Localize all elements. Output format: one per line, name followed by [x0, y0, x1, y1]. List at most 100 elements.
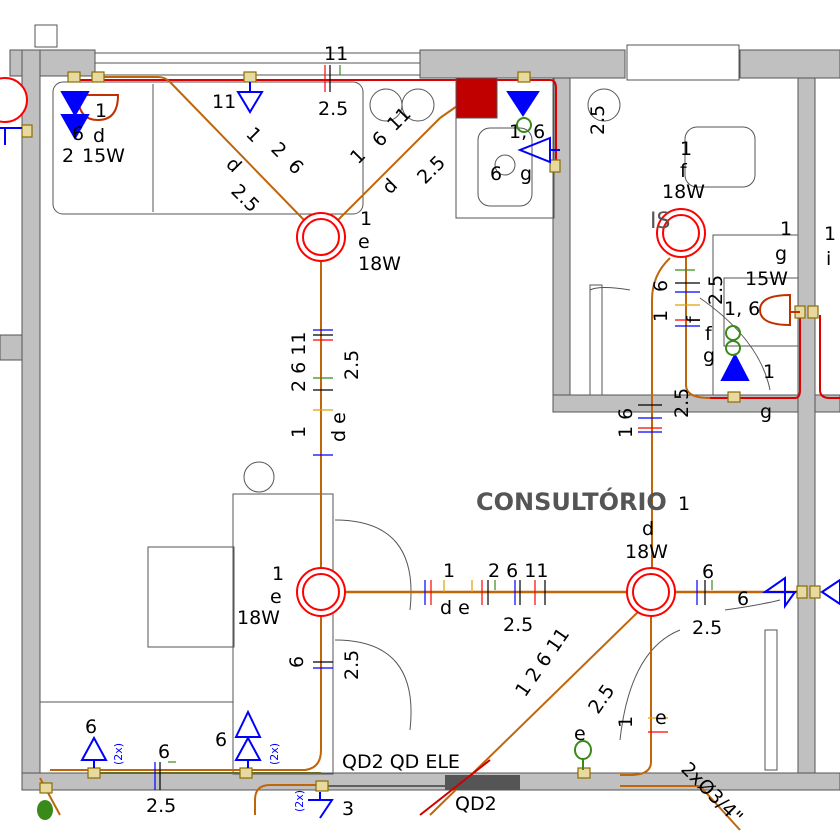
light-circuit: 1	[678, 493, 690, 515]
label: 11	[212, 91, 236, 113]
circuit-labels: 11 2.5 11 1 6 d 2 15W 1 d 2 6 2.5 1 6 11…	[62, 43, 836, 828]
outlet-icon[interactable]	[720, 352, 750, 381]
outlet-icon[interactable]	[308, 792, 334, 819]
label: 6	[85, 716, 97, 738]
switch-icon[interactable]	[516, 117, 532, 133]
label: 6	[702, 561, 714, 583]
chair	[147, 546, 235, 648]
label: 1	[288, 426, 310, 438]
label: 2.5	[413, 152, 450, 189]
label: 6	[650, 280, 672, 292]
outlet-icon[interactable]	[820, 578, 840, 606]
label: 6	[72, 123, 84, 145]
ceiling-lights	[0, 77, 800, 617]
label: g	[760, 401, 772, 423]
label: 2.5	[146, 795, 176, 817]
light-power: 18W	[237, 607, 280, 629]
outlet-icon[interactable]	[506, 91, 540, 117]
switch-icon[interactable]	[725, 340, 741, 356]
label: 2.5	[503, 614, 533, 636]
light-switch: e	[270, 586, 282, 608]
label: d e	[328, 412, 350, 442]
chairs	[334, 519, 412, 731]
label: 6	[215, 729, 227, 751]
light-switch: d	[642, 518, 654, 540]
label: 2	[266, 138, 290, 162]
ceiling-light[interactable]	[656, 208, 706, 258]
label: 2.5	[341, 350, 363, 380]
label: e	[574, 723, 586, 745]
desk	[232, 493, 334, 775]
toilet	[684, 126, 756, 188]
outlet-icon[interactable]	[234, 709, 262, 768]
label: d	[221, 153, 245, 177]
label: 2.5	[584, 680, 619, 717]
label: 1	[443, 560, 455, 582]
switch-icon[interactable]	[574, 740, 592, 760]
sink	[477, 127, 533, 207]
label: 2.5	[692, 617, 722, 639]
outlet-icon[interactable]	[517, 136, 560, 164]
label: 11	[383, 103, 416, 136]
light-power: 18W	[358, 253, 401, 275]
ceiling-light-partial	[0, 77, 28, 123]
label: 1	[763, 361, 775, 383]
switch-icon[interactable]	[37, 800, 53, 820]
wall-light[interactable]	[758, 293, 791, 327]
conductor-ticks	[154, 65, 713, 790]
label: 15W	[82, 145, 125, 167]
label: 2.5	[318, 98, 348, 120]
label: e	[655, 707, 667, 729]
label: f	[683, 315, 705, 323]
outlet-icon[interactable]	[60, 91, 90, 141]
label: 6	[283, 155, 307, 179]
room-name: CONSULTÓRIO	[476, 486, 667, 516]
outlet-icon[interactable]	[80, 735, 108, 768]
label: 2.5	[705, 275, 727, 305]
label: 1	[615, 716, 637, 728]
label: 2.5	[671, 388, 693, 418]
light-power: 18W	[625, 541, 668, 563]
label: 2.5	[341, 650, 363, 680]
label: (2x)	[293, 790, 306, 812]
label: 2 6 11	[288, 332, 310, 392]
exam-table	[52, 81, 364, 215]
label: 6	[158, 741, 170, 763]
panel-label: QD2	[455, 793, 497, 815]
label: 6	[490, 163, 502, 185]
light-circuit: 1	[272, 563, 284, 585]
label: f	[705, 323, 713, 345]
ceiling-light[interactable]	[296, 567, 346, 617]
walls	[0, 24, 840, 791]
label: 1	[824, 223, 836, 245]
light-tag: IS	[650, 209, 670, 234]
label: 2 6 11	[488, 560, 548, 582]
fixture-top	[34, 24, 58, 48]
label: 1	[95, 100, 107, 122]
label: 3	[342, 798, 354, 820]
sink-counter	[455, 77, 555, 219]
light-circuit: 1	[680, 138, 692, 160]
label: 6	[368, 127, 392, 151]
ceiling-light[interactable]	[626, 567, 676, 617]
label: 1 6	[615, 408, 637, 438]
outlet-icon[interactable]	[761, 576, 797, 610]
ceiling-light[interactable]	[296, 212, 346, 262]
switch-icon[interactable]	[725, 325, 741, 341]
outlet-icon[interactable]	[236, 82, 264, 114]
label: 15W	[745, 268, 788, 290]
label: 11	[324, 43, 348, 65]
label: (2x)	[268, 743, 281, 765]
wiring	[39, 76, 840, 831]
electrical-panel	[455, 77, 498, 119]
label: 1	[346, 144, 370, 168]
label: 1	[241, 123, 265, 147]
light-switch: f	[680, 160, 688, 182]
switches	[37, 117, 741, 820]
label: (2x)	[112, 743, 125, 765]
light-circuit: 1	[360, 208, 372, 230]
label: 1, 6	[724, 298, 760, 320]
label: g	[775, 243, 787, 265]
light-switch: e	[358, 231, 370, 253]
